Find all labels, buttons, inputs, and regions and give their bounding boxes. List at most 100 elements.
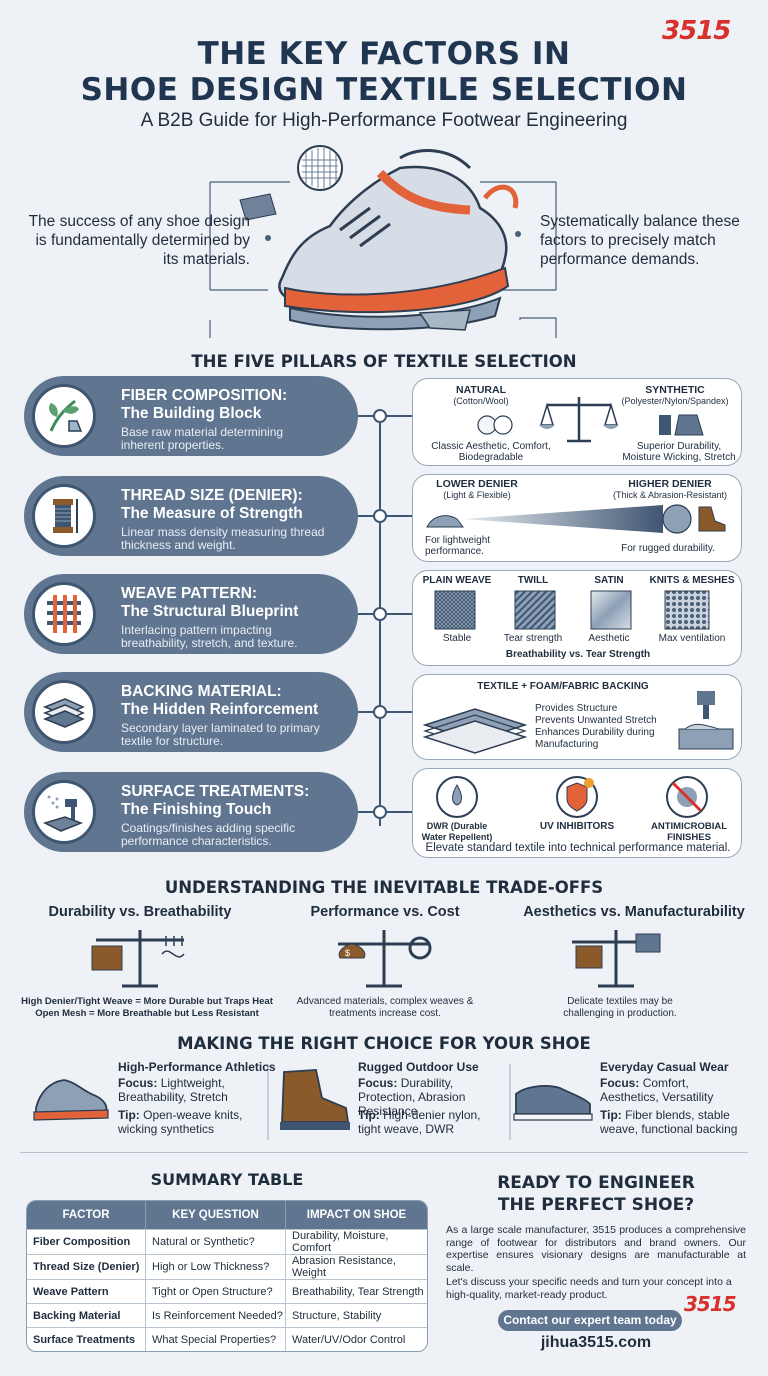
pillar-backing-material: BACKING MATERIAL:The Hidden Reinforcemen…	[24, 672, 358, 752]
choice-title: Everyday Casual Wear	[600, 1060, 729, 1074]
tip-label: Tip:	[358, 1108, 380, 1122]
choice-heading: MAKING THE RIGHT CHOICE FOR YOUR SHOE	[177, 1034, 591, 1053]
spool-jacket-icon	[659, 414, 704, 436]
pillar-desc: Linear mass density measuring thread thi…	[121, 525, 325, 552]
backing-bullet: Prevents Unwanted Stretch	[535, 715, 657, 726]
table-cell: Tight or Open Structure?	[145, 1279, 285, 1303]
table-cell: Abrasion Resistance, Weight	[285, 1254, 427, 1279]
panel-treatments: DWR (Durable Water Repellent) UV INHIBIT…	[412, 768, 742, 858]
lower-denier-desc: For lightweight performance.	[425, 535, 491, 557]
panel-fiber: NATURAL(Cotton/Wool) Classic Aesthetic, …	[412, 378, 742, 466]
tip-label: Tip:	[118, 1108, 140, 1122]
cotton-icon	[477, 415, 513, 435]
table-cell: Thread Size (Denier)	[27, 1254, 145, 1279]
table-cell: Structure, Stability	[285, 1303, 427, 1327]
knit-mesh-swatch	[664, 590, 710, 630]
athletic-shoe-icon	[33, 1079, 109, 1121]
weave-desc: Max ventilation	[658, 633, 726, 644]
website-link[interactable]: jihua3515.com	[540, 1334, 652, 1351]
title-line-2: SHOE DESIGN TEXTILE SELECTION	[80, 72, 688, 108]
svg-text:$: $	[345, 948, 350, 958]
pillar-weave-pattern: WEAVE PATTERN:The Structural Blueprint I…	[24, 574, 358, 654]
backing-bullet: Provides Structure	[535, 703, 618, 714]
table-cell: Surface Treatments	[27, 1327, 145, 1351]
table-header-row: FACTOR KEY QUESTION IMPACT ON SHOE	[27, 1201, 427, 1229]
higher-denier-desc: For rugged durability.	[621, 543, 715, 554]
tradeoff-desc: Advanced materials, complex weaves &	[296, 996, 474, 1007]
scale-performance-cost-icon: $	[338, 930, 432, 988]
pillar-thread-size: THREAD SIZE (DENIER):The Measure of Stre…	[24, 476, 358, 556]
yarn-ball-icon	[662, 504, 692, 534]
backing-bullet: Enhances Durability during Manufacturing	[535, 727, 655, 750]
pillar-title: FIBER COMPOSITION:The Building Block	[121, 387, 288, 422]
title-line-1: THE KEY FACTORS IN	[197, 36, 571, 72]
contact-button[interactable]: Contact our expert team today	[498, 1310, 682, 1331]
tradeoffs-heading: UNDERSTANDING THE INEVITABLE TRADE-OFFS	[164, 878, 604, 897]
scale-aesthetics-manufacturability-icon	[572, 930, 661, 988]
focus-label: Focus:	[358, 1076, 398, 1090]
tradeoff-desc: High Denier/Tight Weave = More Durable b…	[21, 996, 273, 1007]
hiking-boot-icon	[698, 506, 726, 532]
page-subtitle: A B2B Guide for High-Performance Footwea…	[140, 110, 628, 131]
pillar-desc: Interlacing pattern impacting breathabil…	[121, 623, 298, 650]
treatment-name: DWR (Durable Water Repellent)	[421, 821, 493, 842]
summary-table: FACTOR KEY QUESTION IMPACT ON SHOE Fiber…	[26, 1200, 428, 1352]
table-cell: High or Low Thickness?	[145, 1254, 285, 1279]
natural-label: NATURAL	[456, 384, 506, 396]
cta-logo: 3515	[684, 1292, 737, 1316]
scale-durability-breathability-icon	[91, 930, 185, 988]
panel-backing: TEXTILE + FOAM/FABRIC BACKING Provides S…	[412, 674, 742, 760]
spray-gun-icon	[32, 780, 96, 844]
weave-name: SATIN	[594, 575, 624, 586]
pillar-title: WEAVE PATTERN:The Structural Blueprint	[121, 585, 299, 620]
satin-swatch	[590, 590, 632, 630]
hero-illustration	[209, 145, 557, 338]
laminating-machine-icon	[678, 691, 734, 750]
pillar-desc: Base raw material determining inherent p…	[121, 425, 284, 452]
page-title: THE KEY FACTORS IN SHOE DESIGN TEXTILE S…	[0, 36, 768, 108]
denier-gradient-graphic	[426, 504, 726, 534]
table-cell: Fiber Composition	[27, 1229, 145, 1254]
treatment-name: ANTIMICROBIAL FINISHES	[651, 821, 727, 843]
natural-sub: (Cotton/Wool)	[453, 396, 509, 406]
pillar-title: THREAD SIZE (DENIER):The Measure of Stre…	[121, 487, 303, 522]
table-cell: Water/UV/Odor Control	[285, 1327, 427, 1351]
lower-denier-label: LOWER DENIER	[436, 478, 518, 490]
treatment-icons	[436, 776, 708, 818]
weave-desc: Stable	[442, 633, 472, 644]
weave-desc: Aesthetic	[588, 633, 630, 644]
intro-left-text: The success of any shoe design is fundam…	[28, 213, 250, 268]
synthetic-label: SYNTHETIC	[645, 384, 705, 396]
balance-scale-icon	[539, 397, 619, 443]
treatments-footer: Elevate standard textile into technical …	[425, 842, 731, 854]
pillar-fiber-composition: FIBER COMPOSITION:The Building Block Bas…	[24, 376, 358, 456]
table-row: Thread Size (Denier)High or Low Thicknes…	[27, 1254, 427, 1279]
pillars-heading: THE FIVE PILLARS OF TEXTILE SELECTION	[191, 352, 577, 371]
pillar-desc: Secondary layer laminated to primary tex…	[121, 721, 320, 748]
panel-denier: LOWER DENIER(Light & Flexible) For light…	[412, 474, 742, 562]
leaf-fiber-icon	[32, 384, 96, 448]
natural-desc: Classic Aesthetic, Comfort, Biodegradabl…	[431, 441, 551, 463]
cta-paragraph-2: Let's discuss your specific needs and tu…	[446, 1276, 732, 1301]
intro-right-text: Systematically balance these factors to …	[540, 213, 740, 268]
running-shoe-icon	[426, 515, 464, 528]
treatment-name: UV INHIBITORS	[539, 821, 615, 832]
spool-icon	[32, 484, 96, 548]
higher-denier-label: HIGHER DENIER	[628, 478, 712, 490]
pillar-title: BACKING MATERIAL:The Hidden Reinforcemen…	[121, 683, 319, 718]
twill-swatch	[514, 590, 556, 630]
divider	[20, 1152, 748, 1153]
casual-shoe-icon	[513, 1085, 593, 1121]
weave-icon	[32, 582, 96, 646]
synthetic-sub: (Polyester/Nylon/Spandex)	[621, 396, 729, 406]
table-cell: Durability, Moisture, Comfort	[285, 1229, 427, 1254]
column-header: KEY QUESTION	[145, 1201, 285, 1229]
pillar-title: SURFACE TREATMENTS:The Finishing Touch	[121, 783, 310, 818]
layers-icon	[32, 680, 96, 744]
table-cell: Natural or Synthetic?	[145, 1229, 285, 1254]
choice-focus: Durability, Protection, Abrasion Resista…	[358, 1076, 466, 1118]
